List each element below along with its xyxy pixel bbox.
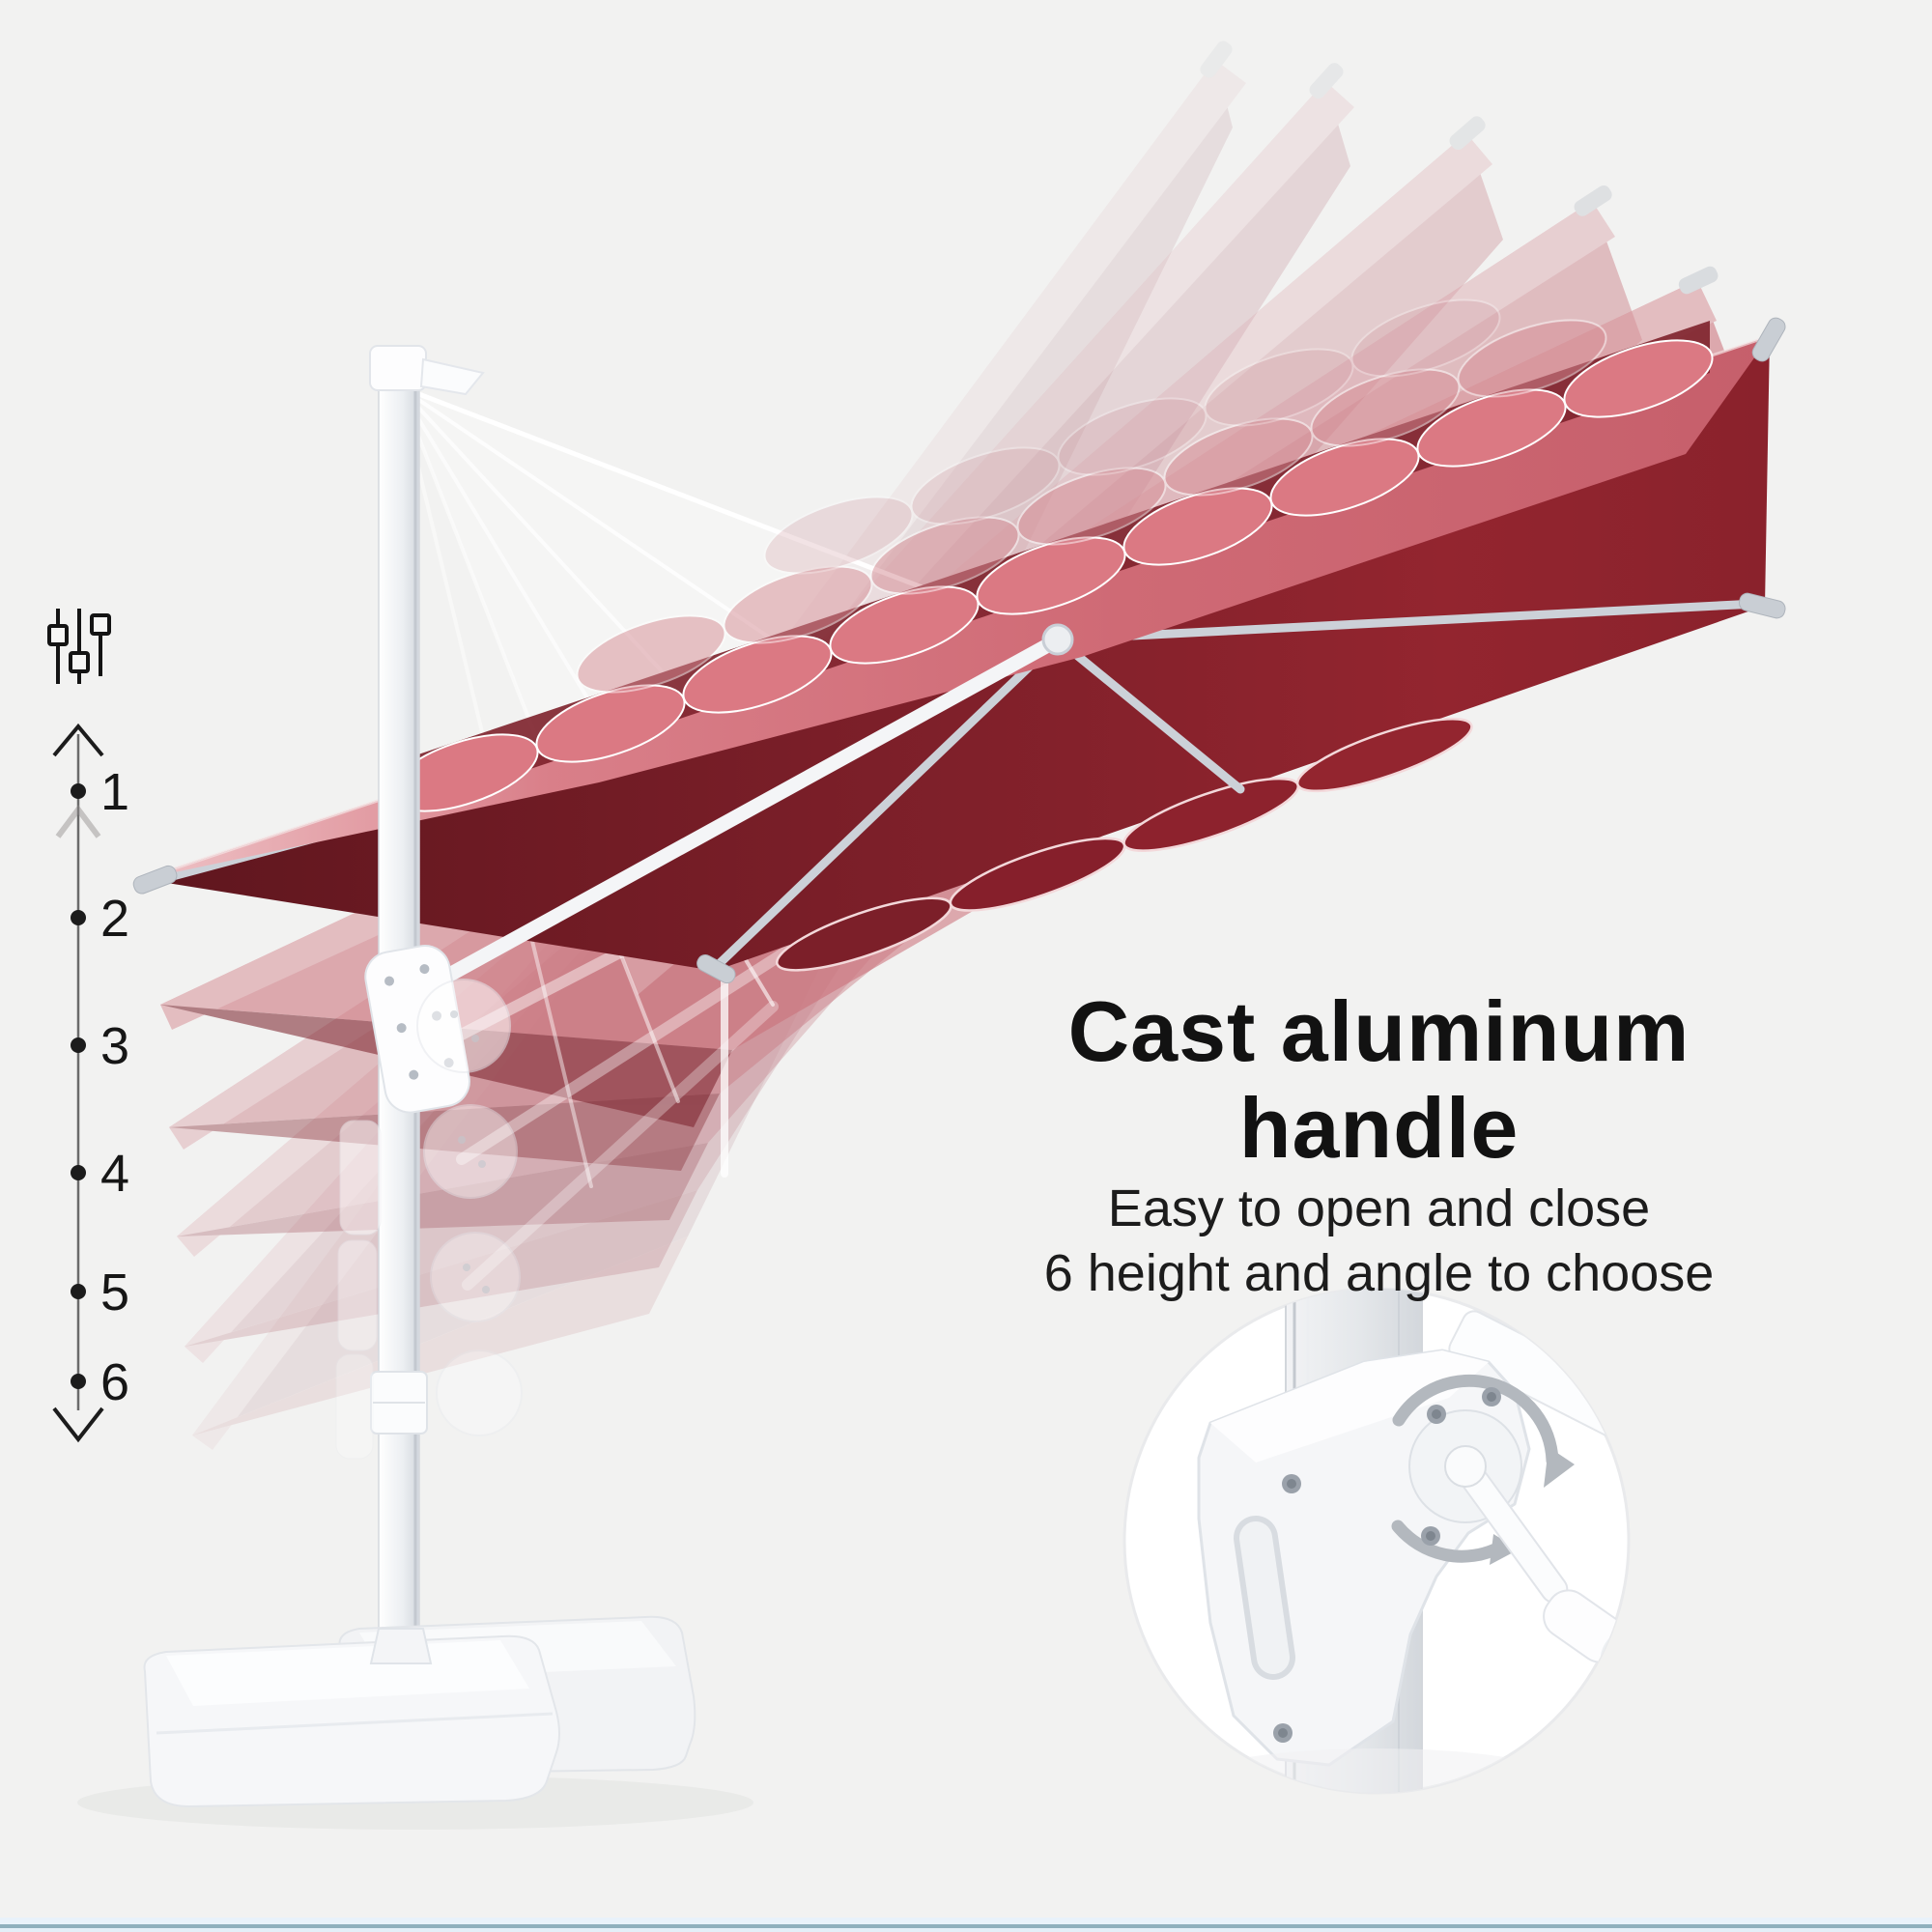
height-position-2: 2 <box>71 890 129 948</box>
height-position-6: 6 <box>71 1353 129 1411</box>
height-position-label: 6 <box>100 1353 129 1411</box>
canopy-strut <box>437 634 1063 985</box>
height-position-label: 3 <box>100 1017 129 1075</box>
umbrella <box>77 41 1786 1830</box>
height-scale: 1 2 3 4 5 6 <box>47 609 129 1443</box>
chevron-up-icon <box>52 723 104 757</box>
feature-text-block: Cast aluminum handle Easy to open and cl… <box>923 983 1835 1306</box>
height-position-3: 3 <box>71 1017 129 1075</box>
umbrella-base <box>77 1615 753 1830</box>
banner-strip-light <box>0 1918 1932 1924</box>
height-position-label: 2 <box>100 890 129 948</box>
feature-title: Cast aluminum handle <box>1067 983 1690 1176</box>
height-position-4: 4 <box>71 1145 129 1203</box>
canopy-corner-caps <box>132 317 1786 984</box>
feature-subtitle-1: Easy to open and close <box>1107 1179 1651 1237</box>
base-pole-mount <box>369 1628 433 1664</box>
height-position-1: 1 <box>71 763 129 821</box>
canopy-open <box>132 298 1786 985</box>
canopy-hub <box>1041 623 1074 656</box>
crank-inset <box>1122 1287 1631 1795</box>
rotation-arrow-icon <box>1391 1374 1575 1565</box>
canopy-valance-edge <box>776 717 1473 972</box>
tilt-joint-ghosts <box>335 979 523 1460</box>
feature-subtitle-2: 6 height and angle to choose <box>1043 1244 1715 1302</box>
banner-strip-pale <box>0 1928 1932 1932</box>
tilt-joint <box>335 945 523 1460</box>
mast-top-cap <box>369 345 427 391</box>
housing-screws <box>1273 1387 1501 1743</box>
height-position-label: 4 <box>100 1145 129 1203</box>
chevron-down-icon <box>52 1406 104 1443</box>
handle-grip-hole <box>1234 1516 1295 1680</box>
height-position-label: 5 <box>100 1264 129 1321</box>
banner-strip-line <box>0 1924 1932 1928</box>
height-position-label: 1 <box>100 763 129 821</box>
valance-scallops <box>388 298 1714 812</box>
mast-top-arm <box>419 357 485 396</box>
ghost-arrowhead <box>55 805 101 838</box>
crank-hub <box>1444 1445 1487 1488</box>
bottom-banner-edge <box>0 1918 1932 1932</box>
height-position-5: 5 <box>71 1264 129 1321</box>
sliders-icon <box>47 609 111 684</box>
